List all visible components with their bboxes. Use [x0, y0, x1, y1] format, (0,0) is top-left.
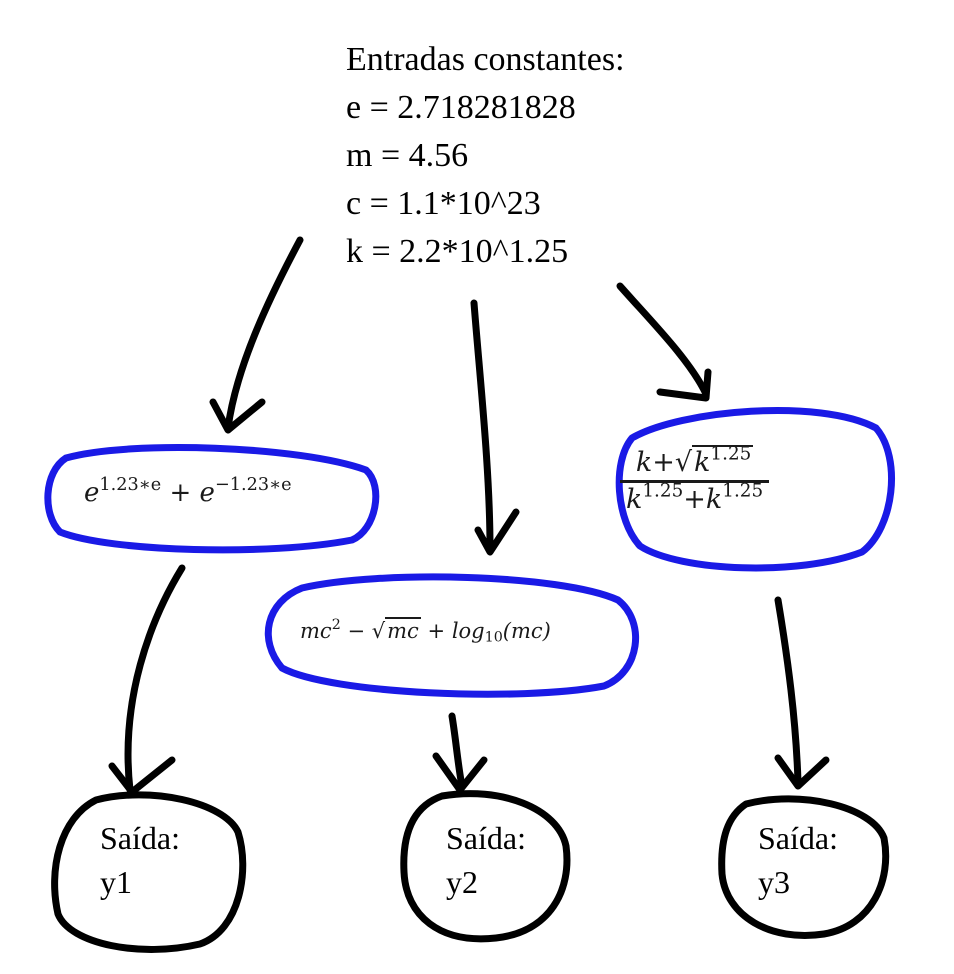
formula-3-num-plus: +: [652, 447, 675, 478]
arrowhead-output-3: [774, 754, 830, 790]
arrow-to-formula-1: [224, 236, 304, 432]
formula-2-exp-1: 2: [331, 617, 341, 634]
output-3-outline: [718, 795, 890, 939]
formula-3-sqrt-exp: 1.25: [710, 443, 752, 465]
arrowhead-output-1: [108, 756, 176, 796]
arrowhead-formula-3: [656, 368, 712, 402]
arrow-to-output-2: [448, 712, 466, 790]
constant-k: k = 2.2*10^1.25: [346, 233, 569, 270]
formula-3-den-k2: k: [705, 484, 723, 515]
arrowhead-formula-2: [474, 508, 520, 556]
output-1-outline: [51, 791, 247, 953]
formula-1-exp-1: 1.23∗e: [99, 475, 162, 496]
sqrt-icon: √: [674, 447, 693, 478]
arrow-to-formula-3: [616, 282, 710, 398]
formula-3-den-exp-1: 1.25: [642, 480, 684, 502]
output-2: Saída: y2: [446, 816, 526, 904]
formula-2-log-base: 10: [484, 629, 503, 646]
formula-3-denominator: k1.25+k1.25: [620, 480, 769, 517]
arrowhead-output-2: [432, 752, 488, 794]
output-1-label: Saída:: [100, 820, 180, 856]
formula-3: k+√k1.25 k1.25+k1.25: [620, 443, 770, 517]
formula-2-sqrt: √mc: [371, 617, 421, 643]
formula-2: mc2 − √mc + log10(mc): [300, 617, 551, 646]
output-3-value: y3: [758, 864, 790, 900]
arrowhead-formula-1: [209, 398, 266, 434]
output-3-label: Saída:: [758, 820, 838, 856]
output-2-value: y2: [446, 864, 478, 900]
output-3: Saída: y3: [758, 816, 838, 904]
formula-3-numerator: k+√k1.25: [630, 443, 759, 480]
formula-2-minus: −: [347, 619, 366, 643]
formula-3-sqrt-base: k: [694, 447, 711, 478]
output-1-value: y1: [100, 864, 132, 900]
formula-3-sqrt: √k1.25: [674, 443, 754, 480]
formula-3-sqrt-arg: k1.25: [692, 443, 754, 478]
constant-e: e = 2.718281828: [346, 89, 576, 126]
formula-1-base-2: e: [199, 478, 215, 508]
formula-3-den-k1: k: [626, 484, 643, 515]
formula-2-outline: [264, 573, 640, 698]
formula-2-log: log: [451, 619, 485, 643]
formula-3-num-k: k: [635, 447, 653, 478]
formula-3-outline: [615, 406, 895, 572]
formula-3-den-exp-2: 1.25: [722, 480, 764, 502]
formula-3-fraction-bar: [620, 480, 770, 483]
constant-m: m = 4.56: [346, 137, 469, 174]
arrow-to-output-3: [774, 596, 802, 786]
output-2-outline: [400, 790, 571, 943]
formula-1-exp-2: −1.23∗e: [214, 475, 292, 496]
formula-3-den-plus: +: [683, 484, 706, 515]
formula-1-plus: +: [169, 478, 192, 508]
formula-2-sqrt-arg: mc: [385, 617, 421, 643]
formula-2-log-arg: (mc): [502, 619, 551, 643]
sqrt-icon: √: [371, 619, 386, 643]
output-1: Saída: y1: [100, 816, 180, 904]
arrow-to-output-1: [124, 564, 186, 794]
formula-2-term-1: mc: [300, 619, 332, 643]
constants-title: Entradas constantes:: [346, 41, 625, 78]
formula-1-outline: [44, 444, 380, 554]
constants-block: Entradas constantes: e = 2.718281828 m =…: [346, 36, 625, 276]
arrow-to-formula-2: [470, 299, 494, 552]
constant-c: c = 1.1*10^23: [346, 185, 541, 222]
output-2-label: Saída:: [446, 820, 526, 856]
formula-2-plus: +: [427, 619, 446, 643]
formula-1: e1.23∗e + e−1.23∗e: [84, 475, 292, 508]
formula-1-base-1: e: [84, 478, 100, 508]
